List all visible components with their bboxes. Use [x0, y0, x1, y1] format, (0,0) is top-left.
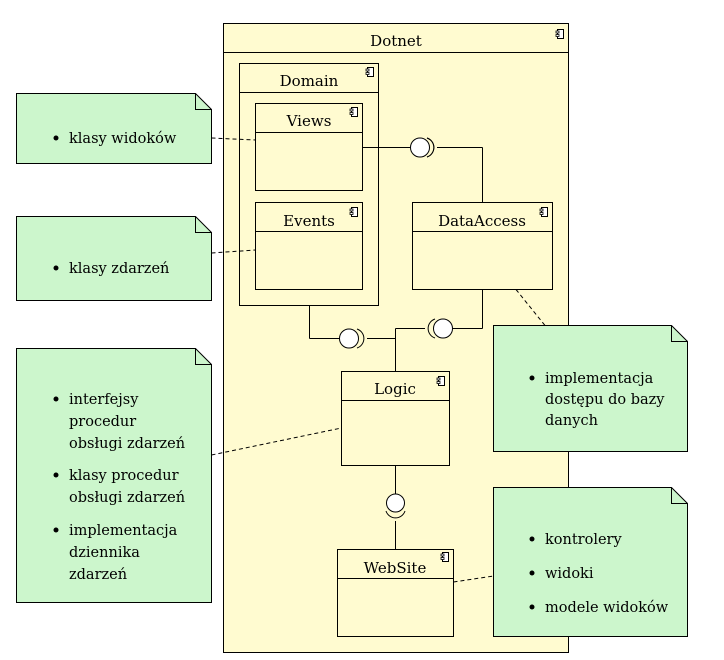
views-note: klasy widoków [16, 93, 212, 164]
domain-title: Domain [280, 72, 339, 90]
views-note-item: klasy widoków [69, 131, 177, 147]
logic-note-anchor [211, 427, 342, 456]
website-note-item-3: modele widoków [545, 600, 669, 616]
component-icon [436, 376, 445, 386]
events-note-item: klasy zdarzeń [69, 261, 169, 277]
events-note-anchor [211, 249, 256, 254]
logic-title: Logic [374, 380, 416, 398]
data-access-note: implementacja dostępu do bazy danych [493, 325, 688, 452]
data-access-note-line-3: danych [545, 413, 598, 429]
logic-note-item-1-line-2: procedur [69, 414, 136, 430]
website-title: WebSite [364, 559, 427, 577]
logic-website-connector [385, 465, 406, 550]
website-note-item-2: widoki [545, 566, 594, 582]
component-icon [440, 552, 449, 562]
dotnet-title: Dotnet [370, 32, 422, 50]
domain-logic-connector [309, 305, 396, 349]
logic-note: interfejsy procedur obsługi zdarzeń klas… [16, 348, 212, 603]
data-access-note-line-1: implementacja [545, 371, 654, 387]
events-note: klasy zdarzeń [16, 216, 212, 301]
component-icon [349, 207, 358, 217]
data-access-title: DataAccess [438, 212, 526, 230]
component-icon [349, 107, 358, 117]
logic-component: Logic [341, 371, 450, 466]
views-component: Views [255, 103, 363, 191]
logic-note-item-3-line-2: dziennika [69, 545, 140, 561]
website-note-item-1: kontrolery [545, 532, 622, 548]
data-access-note-line-2: dostępu do bazy [545, 392, 665, 408]
logic-note-item-3-line-1: implementacja [69, 523, 178, 539]
logic-note-item-2-line-1: klasy procedur [69, 468, 179, 484]
views-title: Views [286, 112, 332, 130]
logic-note-item-3-line-3: zdarzeń [69, 567, 127, 583]
data-access-note-anchor [515, 289, 546, 326]
dataaccess-logic-connector [395, 289, 483, 372]
events-title: Events [283, 212, 335, 230]
views-note-anchor [211, 137, 256, 141]
logic-note-item-1-line-3: obsługi zdarzeń [69, 436, 185, 452]
logic-note-item-2-line-2: obsługi zdarzeń [69, 490, 185, 506]
data-access-component: DataAccess [412, 202, 553, 290]
website-note: kontrolery widoki modele widoków [493, 487, 688, 637]
views-dataaccess-connector [362, 137, 483, 203]
component-icon [539, 207, 548, 217]
logic-note-item-1-line-1: interfejsy [69, 392, 139, 408]
events-component: Events [255, 202, 363, 290]
component-icon [555, 29, 564, 39]
website-component: WebSite [337, 549, 454, 637]
component-icon [365, 67, 374, 77]
